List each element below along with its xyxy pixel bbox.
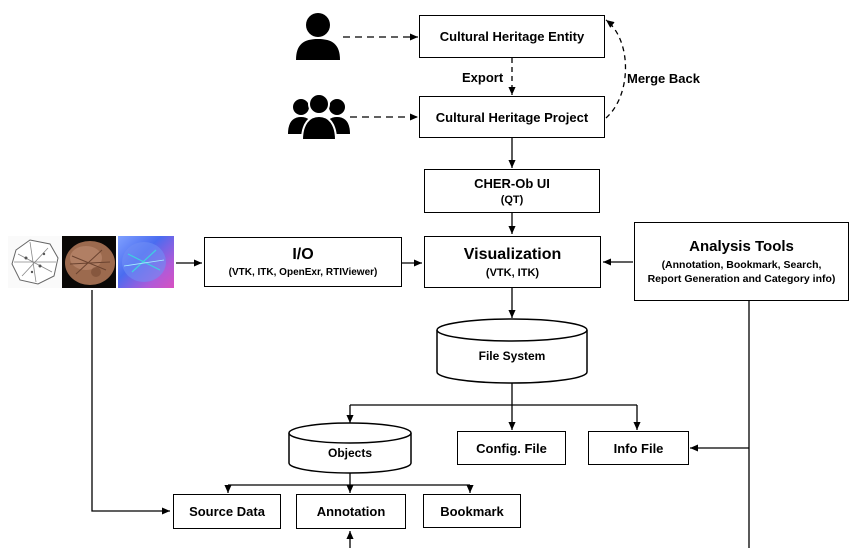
merge-back-label: Merge Back bbox=[627, 71, 700, 86]
single-user-icon bbox=[296, 13, 340, 60]
cher-ob-ui-box: CHER-Ob UI (QT) bbox=[424, 169, 600, 213]
source-label: Source Data bbox=[189, 504, 265, 519]
visualization-sub: (VTK, ITK) bbox=[485, 266, 540, 279]
source-data-box: Source Data bbox=[173, 494, 281, 529]
visualization-box: Visualization (VTK, ITK) bbox=[424, 236, 601, 288]
io-box: I/O (VTK, ITK, OpenExr, RTIViewer) bbox=[204, 237, 402, 287]
config-file-box: Config. File bbox=[457, 431, 566, 465]
entity-label: Cultural Heritage Entity bbox=[439, 29, 585, 44]
bookmark-box: Bookmark bbox=[423, 494, 521, 528]
user-group-icon bbox=[288, 93, 350, 140]
annotation-box: Annotation bbox=[296, 494, 406, 529]
export-label: Export bbox=[462, 70, 504, 85]
analysis-tools-box: Analysis Tools (Annotation, Bookmark, Se… bbox=[634, 222, 849, 301]
cherob-sub: (QT) bbox=[500, 194, 524, 206]
annotation-label: Annotation bbox=[316, 504, 386, 519]
file-system-label: File System bbox=[478, 349, 546, 363]
cultural-heritage-entity-box: Cultural Heritage Entity bbox=[419, 15, 605, 58]
images-to-source-arrow bbox=[91, 290, 170, 515]
config-label: Config. File bbox=[476, 440, 547, 456]
cherob-title: CHER-Ob UI bbox=[474, 176, 550, 191]
tablet-photo-thumbnail bbox=[62, 236, 116, 288]
analysis-title: Analysis Tools bbox=[689, 238, 794, 255]
merge-back-arrow bbox=[605, 19, 627, 119]
analysis-sub-1: (Annotation, Bookmark, Search, bbox=[661, 259, 822, 271]
bookmark-label: Bookmark bbox=[440, 503, 504, 519]
sketch-thumbnail bbox=[8, 236, 62, 288]
objects-cylinder bbox=[288, 422, 412, 474]
info-file-box: Info File bbox=[588, 431, 689, 465]
info-label: Info File bbox=[613, 440, 664, 456]
normal-map-thumbnail bbox=[118, 236, 174, 288]
analysis-sub-2: Report Generation and Category info) bbox=[647, 273, 836, 285]
objects-label: Objects bbox=[327, 446, 372, 460]
io-title: I/O bbox=[292, 246, 314, 263]
cultural-heritage-project-box: Cultural Heritage Project bbox=[419, 96, 605, 138]
visualization-title: Visualization bbox=[463, 245, 562, 263]
project-label: Cultural Heritage Project bbox=[435, 109, 589, 125]
file-system-cylinder bbox=[436, 318, 588, 384]
io-sub: (VTK, ITK, OpenExr, RTIViewer) bbox=[228, 267, 378, 278]
